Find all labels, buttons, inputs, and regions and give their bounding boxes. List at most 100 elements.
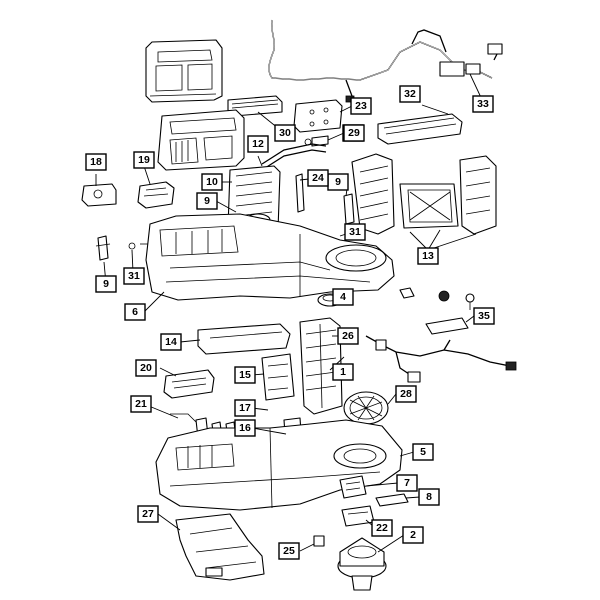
- svg-text:17: 17: [239, 402, 251, 414]
- callout-label: 7: [396, 474, 418, 492]
- svg-text:4: 4: [340, 291, 346, 303]
- svg-text:33: 33: [477, 98, 489, 110]
- callout-label: 9: [327, 173, 349, 191]
- callout-label: 6: [124, 303, 146, 321]
- callout-label: 20: [135, 359, 157, 377]
- svg-text:12: 12: [252, 138, 264, 150]
- callout-label: 30: [274, 124, 296, 142]
- svg-text:35: 35: [478, 310, 490, 322]
- callout-label: 31: [344, 223, 366, 241]
- part-filter-20: [163, 369, 215, 399]
- callout-label: 29: [343, 124, 365, 142]
- svg-text:22: 22: [376, 522, 388, 534]
- svg-text:9: 9: [204, 195, 210, 207]
- svg-text:30: 30: [279, 127, 291, 139]
- svg-text:8: 8: [426, 491, 432, 503]
- part-filter-frame: [145, 39, 223, 103]
- part-heater-housing-upper: [157, 109, 245, 171]
- part-resistor-7: [339, 475, 367, 499]
- callout-label: 27: [137, 505, 159, 523]
- callout-label: 14: [160, 333, 182, 351]
- callout-label: 17: [234, 399, 256, 417]
- part-plate-23: [293, 99, 343, 133]
- part-blower-motor-2: [337, 537, 387, 591]
- svg-text:31: 31: [128, 270, 140, 282]
- svg-text:26: 26: [342, 330, 354, 342]
- part-seal-14: [197, 323, 291, 355]
- part-clips-9-31: [95, 235, 150, 261]
- callout-label: 19: [133, 151, 155, 169]
- callout-label: 24: [307, 169, 329, 187]
- svg-text:7: 7: [404, 477, 410, 489]
- callout-label: 2: [402, 526, 424, 544]
- part-lower-harness: [365, 335, 517, 383]
- svg-text:32: 32: [404, 88, 416, 100]
- svg-text:6: 6: [132, 306, 138, 318]
- callout-label: 31: [123, 267, 145, 285]
- callout-label: 26: [337, 327, 359, 345]
- callout-labels: 1 2 4 5 6 7 8 9 9 9 10 12 13 14 15 16 17…: [85, 85, 495, 560]
- callout-label: 9: [95, 275, 117, 293]
- parts-artwork: [81, 19, 517, 591]
- part-lower-housing-5: [155, 419, 403, 511]
- part-top-wiring-harness: [268, 19, 503, 103]
- callout-label: 4: [332, 288, 354, 306]
- callout-label: 33: [472, 95, 494, 113]
- svg-text:16: 16: [239, 422, 251, 434]
- part-heater-pipes-12: [261, 143, 327, 171]
- svg-text:29: 29: [348, 127, 360, 139]
- part-connector-29: [304, 135, 329, 147]
- svg-text:21: 21: [135, 398, 147, 410]
- part-housing-13: [351, 153, 497, 235]
- callout-label: 16: [234, 419, 256, 437]
- svg-text:5: 5: [420, 446, 426, 458]
- svg-text:14: 14: [165, 336, 177, 348]
- svg-text:23: 23: [355, 100, 367, 112]
- part-actuator-18: [81, 183, 117, 207]
- callout-label: 10: [201, 173, 223, 191]
- part-fasteners: [399, 287, 475, 310]
- svg-text:19: 19: [138, 154, 150, 166]
- part-blower-wheel-28: [343, 391, 389, 425]
- callout-label: 15: [234, 366, 256, 384]
- part-seal-8: [375, 493, 409, 507]
- svg-text:15: 15: [239, 369, 251, 381]
- part-actuator-15: [261, 353, 295, 401]
- part-gasket-35: [425, 317, 469, 335]
- svg-text:9: 9: [335, 176, 341, 188]
- callout-label: 32: [399, 85, 421, 103]
- svg-text:24: 24: [312, 172, 324, 184]
- part-bracket-24: [295, 173, 355, 225]
- svg-text:18: 18: [90, 156, 102, 168]
- callout-label: 13: [417, 247, 439, 265]
- callout-label: 5: [412, 443, 434, 461]
- svg-text:13: 13: [422, 250, 434, 262]
- part-clip-25: [313, 535, 325, 547]
- callout-label: 9: [196, 192, 218, 210]
- callout-label: 25: [278, 542, 300, 560]
- callout-label: 21: [130, 395, 152, 413]
- part-evaporator-26: [299, 317, 343, 415]
- svg-text:27: 27: [142, 508, 154, 520]
- svg-text:31: 31: [349, 226, 361, 238]
- callout-label: 18: [85, 153, 107, 171]
- callout-label: 8: [418, 488, 440, 506]
- callout-label: 23: [350, 97, 372, 115]
- svg-text:25: 25: [283, 545, 295, 557]
- svg-text:20: 20: [140, 362, 152, 374]
- callout-label: 22: [371, 519, 393, 537]
- callout-label: 35: [473, 307, 495, 325]
- part-actuator-19: [137, 181, 175, 209]
- part-filter-strip-30: [227, 95, 283, 117]
- part-duct-32: [377, 113, 463, 145]
- callout-label: 1: [332, 363, 354, 381]
- svg-text:28: 28: [400, 388, 412, 400]
- svg-text:1: 1: [340, 366, 346, 378]
- part-main-housing-6: [145, 213, 395, 301]
- svg-text:9: 9: [103, 278, 109, 290]
- callout-label: 28: [395, 385, 417, 403]
- svg-text:10: 10: [206, 176, 218, 188]
- callout-label: 12: [247, 135, 269, 153]
- part-duct-27: [175, 513, 265, 581]
